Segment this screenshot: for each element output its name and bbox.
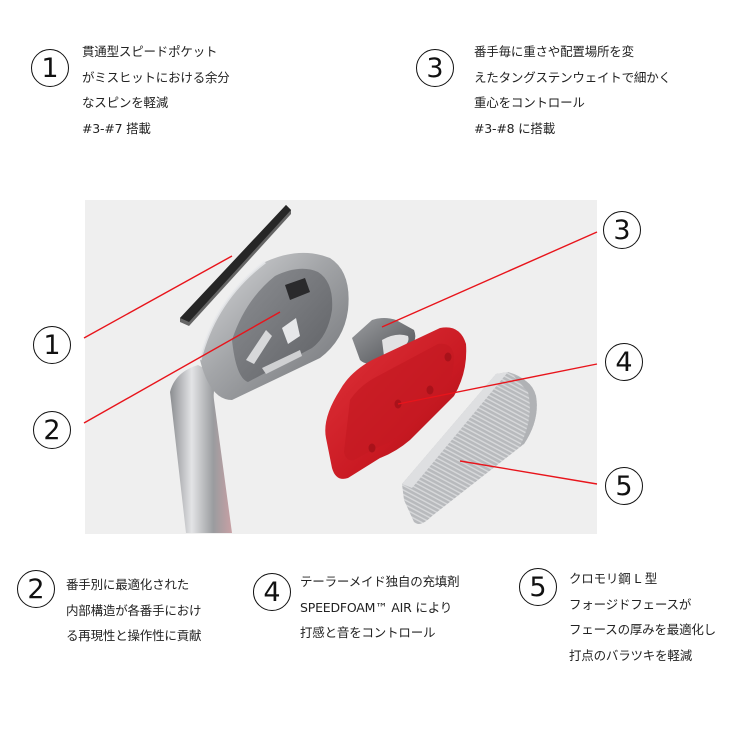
callout-text-1-speed-pocket: 貫通型スピードポケット がミスヒットにおける余分 なスピンを軽減 #3-#7 搭… xyxy=(82,39,230,141)
callout-line: クロモリ鋼 L 型 xyxy=(569,571,658,586)
callout-number-1-top: 1 xyxy=(31,49,69,87)
callout-line: えたタングステンウェイトで細かく xyxy=(474,69,671,85)
diagram-marker-3: 3 xyxy=(603,211,641,249)
callout-number-5-bottom: 5 xyxy=(519,568,557,606)
callout-line: 番手別に最適化された xyxy=(66,577,190,592)
callout-line: 貫通型スピードポケット xyxy=(82,44,218,59)
callout-line: フェースの厚みを最適化し xyxy=(569,622,716,637)
diagram-marker-4: 4 xyxy=(605,343,643,381)
callout-line: なスピンを軽減 xyxy=(82,95,169,110)
callout-line: SPEEDFOAM™ AIR により xyxy=(300,599,453,615)
callout-text-5-forged-face: クロモリ鋼 L 型 フォージドフェースが フェースの厚みを最適化し 打点のバラツ… xyxy=(569,566,716,668)
diagram-marker-5: 5 xyxy=(605,467,643,505)
callout-line: 番手毎に重さや配置場所を変 xyxy=(474,44,634,59)
callout-line: 重心をコントロール xyxy=(474,95,585,110)
callout-text-2-internal-structure: 番手別に最適化された 内部構造が各番手におけ る再現性と操作性に貢献 xyxy=(66,572,202,649)
diagram-marker-2: 2 xyxy=(33,411,71,449)
callout-number-4-bottom: 4 xyxy=(253,573,291,611)
callout-text-4-speedfoam: テーラーメイド独自の充填剤 SPEEDFOAM™ AIR により 打感と音をコン… xyxy=(300,569,460,646)
callout-line: る再現性と操作性に貢献 xyxy=(66,628,202,643)
callout-text-3-tungsten-weight: 番手毎に重さや配置場所を変 えたタングステンウェイトで細かく 重心をコントロール… xyxy=(474,39,671,141)
callout-line: がミスヒットにおける余分 xyxy=(82,69,230,85)
callout-line: #3-#7 搭載 xyxy=(82,120,151,136)
callout-line: 打感と音をコントロール xyxy=(300,625,436,640)
callout-line: テーラーメイド独自の充填剤 xyxy=(300,574,460,589)
callout-number-3-top: 3 xyxy=(416,49,454,87)
callout-line: 内部構造が各番手におけ xyxy=(66,602,202,618)
callout-line: フォージドフェースが xyxy=(569,596,692,612)
exploded-diagram-panel xyxy=(85,200,597,534)
callout-number-2-bottom: 2 xyxy=(17,570,55,608)
callout-line: #3-#8 に搭載 xyxy=(474,120,556,136)
callout-line: 打点のバラツキを軽減 xyxy=(569,647,693,663)
diagram-marker-1: 1 xyxy=(33,326,71,364)
